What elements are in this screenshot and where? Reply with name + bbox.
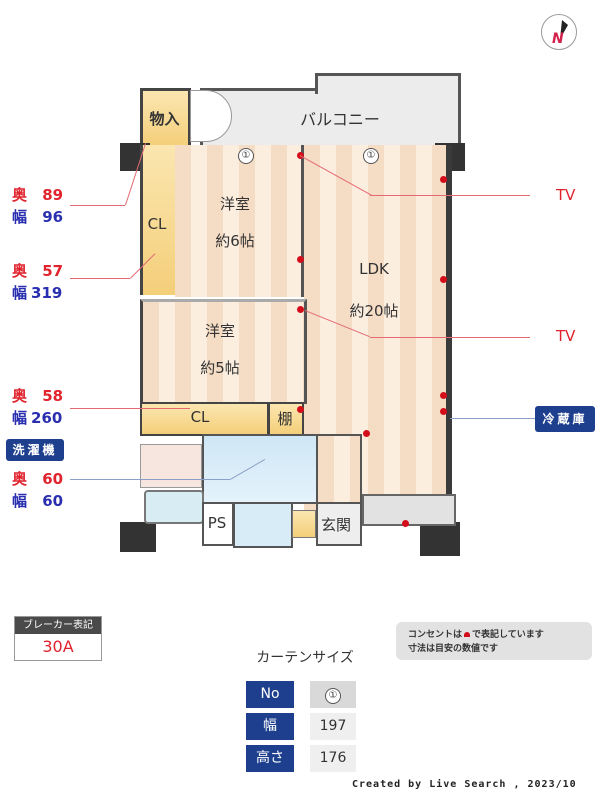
width-value: 96 — [42, 208, 64, 226]
width-label: 幅 — [12, 208, 28, 226]
hallway — [316, 434, 362, 504]
depth-value: 89 — [42, 186, 64, 204]
bedroom-1-size: 約6帖 — [215, 232, 255, 250]
bedroom-1-name: 洋室 — [219, 195, 250, 213]
bedroom-2-name: 洋室 — [204, 322, 235, 340]
leader-line — [70, 408, 190, 409]
curtain-row: No ① — [246, 681, 356, 708]
width-value: 260 — [31, 409, 63, 427]
outlet-icon — [363, 430, 370, 437]
notes-line2: 寸法は目安の数値です — [408, 644, 499, 654]
window-marker-1: ① — [238, 148, 254, 164]
shelf-label: 棚 — [277, 410, 293, 428]
breaker-title: ブレーカー表記 — [15, 617, 101, 634]
closet-2-label: CL — [190, 408, 210, 426]
curtain-row: 幅 197 — [246, 713, 356, 740]
balcony-label: バルコニー — [300, 110, 380, 129]
window-marker-2: ① — [363, 148, 379, 164]
curtain-header: 高さ — [246, 745, 294, 772]
width-label: 幅 — [12, 284, 28, 302]
outlet-icon — [402, 520, 409, 527]
curtain-value: 176 — [310, 745, 356, 772]
depth-label: 奥 — [12, 262, 28, 280]
notes-box: コンセントはで表記しています 寸法は目安の数値です — [396, 622, 592, 660]
fridge-leader-line — [450, 418, 535, 419]
outlet-icon — [297, 406, 304, 413]
tv-label-1: TV — [556, 186, 576, 204]
fridge-tag: 冷蔵庫 — [535, 406, 595, 432]
compass: N — [541, 14, 577, 50]
dimension-block-4: 奥 60 幅 60 — [12, 468, 63, 512]
depth-value: 57 — [42, 262, 64, 280]
bedroom-1 — [175, 145, 304, 297]
depth-label: 奥 — [12, 470, 28, 488]
leader-line — [70, 205, 125, 206]
dimension-block-1: 奥 89 幅 96 — [12, 184, 63, 228]
pillar — [120, 522, 156, 552]
outlet-icon — [297, 306, 304, 313]
depth-label: 奥 — [12, 387, 28, 405]
curtain-table: No ① 幅 197 高さ 176 — [246, 681, 356, 772]
bedroom-2-size: 約5帖 — [200, 359, 240, 377]
tv-leader-line — [370, 337, 530, 338]
breaker-value: 30A — [42, 637, 74, 656]
tv-leader-line — [370, 195, 530, 196]
leader-line — [70, 278, 130, 279]
width-value: 319 — [31, 284, 63, 302]
storage-room — [140, 88, 191, 149]
curtain-title: カーテンサイズ — [256, 650, 354, 666]
curtain-value: 197 — [310, 713, 356, 740]
entrance-label: 玄関 — [320, 516, 351, 534]
curtain-row: 高さ 176 — [246, 745, 356, 772]
width-value: 60 — [42, 492, 64, 510]
floor-plan: バルコニー 物入 CL 洋室 約6帖 LDK 約20帖 洋室 約5帖 CL 棚 … — [120, 70, 465, 560]
tv-label-2: TV — [556, 327, 576, 345]
outlet-icon — [440, 276, 447, 283]
depth-value: 58 — [42, 387, 64, 405]
toilet — [233, 502, 293, 548]
washroom — [202, 434, 318, 504]
shoe-box — [292, 510, 316, 538]
notes-line1: コンセントは — [408, 630, 463, 640]
bath-entry — [140, 444, 202, 488]
outlet-icon — [440, 408, 447, 415]
curtain-header: No — [246, 681, 294, 708]
compass-north-icon — [560, 20, 568, 39]
closet-1 — [140, 145, 175, 295]
depth-value: 60 — [42, 470, 64, 488]
depth-label: 奥 — [12, 186, 28, 204]
ps-label: PS — [207, 514, 227, 532]
outlet-icon — [297, 256, 304, 263]
closet-1-label: CL — [147, 215, 167, 233]
washer-tag: 洗濯機 — [6, 439, 64, 461]
curtain-header: 幅 — [246, 713, 294, 740]
bedroom-2 — [140, 299, 307, 404]
compass-label: N — [552, 31, 564, 47]
breaker-box: ブレーカー表記 30A — [14, 616, 102, 661]
storage-label: 物入 — [149, 110, 180, 128]
credit: Created by Live Search , 2023/10 — [352, 779, 577, 790]
curtain-value: ① — [310, 681, 356, 708]
width-label: 幅 — [12, 409, 28, 427]
ldk-size: 約20帖 — [349, 302, 399, 320]
ldk-name: LDK — [359, 260, 389, 278]
outlet-legend-icon — [464, 632, 471, 637]
width-label: 幅 — [12, 492, 28, 510]
ps-room — [202, 502, 234, 546]
bathtub — [144, 490, 204, 524]
outlet-icon — [440, 176, 447, 183]
balcony-extension — [315, 73, 461, 94]
leader-line — [70, 479, 230, 480]
kitchen-counter — [362, 494, 456, 526]
storage-door — [190, 90, 232, 142]
outlet-icon — [440, 392, 447, 399]
notes-line1b: で表記しています — [472, 630, 544, 640]
pillar — [420, 522, 460, 556]
entrance — [316, 502, 362, 546]
